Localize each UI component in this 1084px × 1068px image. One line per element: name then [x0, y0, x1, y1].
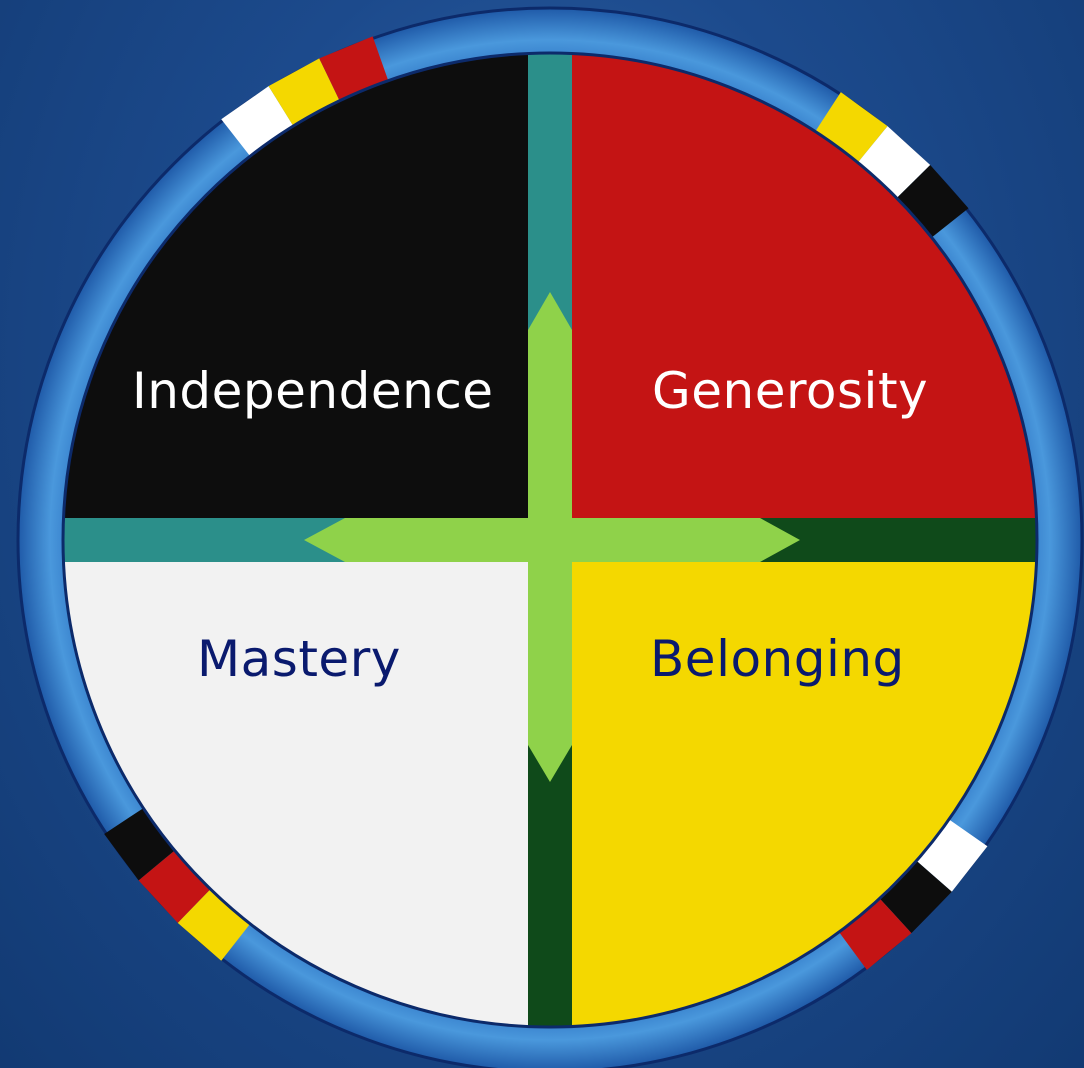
label-generosity: Generosity	[652, 362, 929, 420]
ring-stripe-bottom-left-2	[104, 808, 175, 881]
ring-stripe-top-right-2	[896, 165, 969, 238]
inner-disc	[63, 53, 1037, 1027]
ring-stripe-bottom-left-1	[138, 850, 211, 923]
ring-stripe-top-left-2	[319, 36, 389, 101]
ring-stripe-bottom-right-1	[879, 860, 952, 934]
ring-stripe-bottom-right-2	[838, 898, 912, 970]
ring-stripes	[104, 36, 988, 970]
ring-stripe-bottom-left-0	[177, 889, 251, 961]
label-mastery: Mastery	[197, 630, 401, 688]
ring-stripe-top-left-0	[221, 86, 294, 157]
ring-stripe-top-right-1	[857, 126, 931, 199]
label-independence: Independence	[132, 362, 494, 420]
label-belonging: Belonging	[650, 630, 905, 688]
ring-stripe-bottom-right-0	[916, 819, 988, 892]
ring-stripe-top-right-0	[815, 92, 888, 163]
arrow-horizontal	[304, 518, 800, 562]
inner-disc-border	[61, 51, 1039, 1029]
